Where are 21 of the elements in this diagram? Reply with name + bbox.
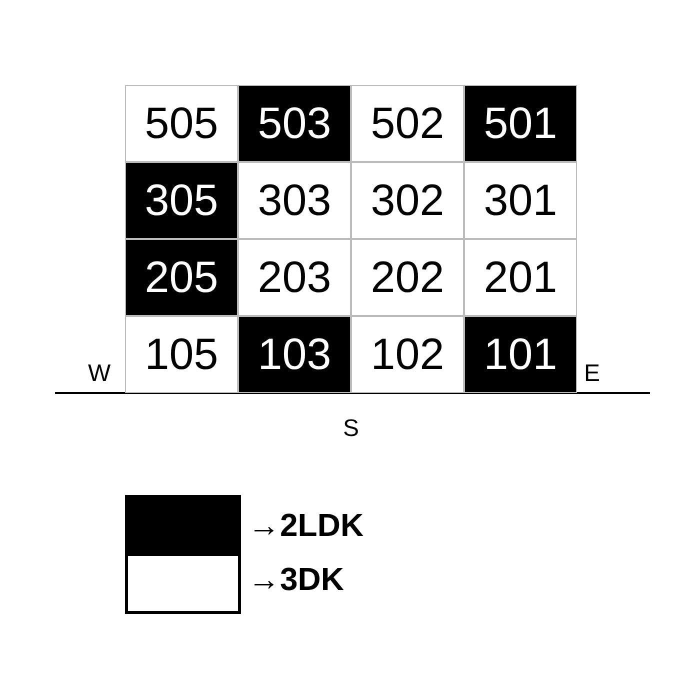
room-number-cell: 303 xyxy=(238,162,351,239)
room-number-cell: 502 xyxy=(351,85,464,162)
room-number-cell: 301 xyxy=(464,162,577,239)
room-number-cell: 302 xyxy=(351,162,464,239)
legend-label: →2LDK xyxy=(248,507,364,544)
room-number-cell: 501 xyxy=(464,85,577,162)
compass-direction: E xyxy=(584,360,600,388)
room-number-cell: 505 xyxy=(125,85,238,162)
room-number-cell: 202 xyxy=(351,239,464,316)
compass-direction: S xyxy=(343,415,360,443)
room-number-cell: 101 xyxy=(464,316,577,393)
room-number-cell: 102 xyxy=(351,316,464,393)
room-number-cell: 105 xyxy=(125,316,238,393)
room-number-cell: 205 xyxy=(125,239,238,316)
legend-label: →3DK xyxy=(248,561,344,598)
room-number-cell: 503 xyxy=(238,85,351,162)
compass-direction: W xyxy=(88,360,111,388)
room-number-cell: 103 xyxy=(238,316,351,393)
room-number-cell: 305 xyxy=(125,162,238,239)
room-number-cell: 203 xyxy=(238,239,351,316)
room-number-cell: 201 xyxy=(464,239,577,316)
